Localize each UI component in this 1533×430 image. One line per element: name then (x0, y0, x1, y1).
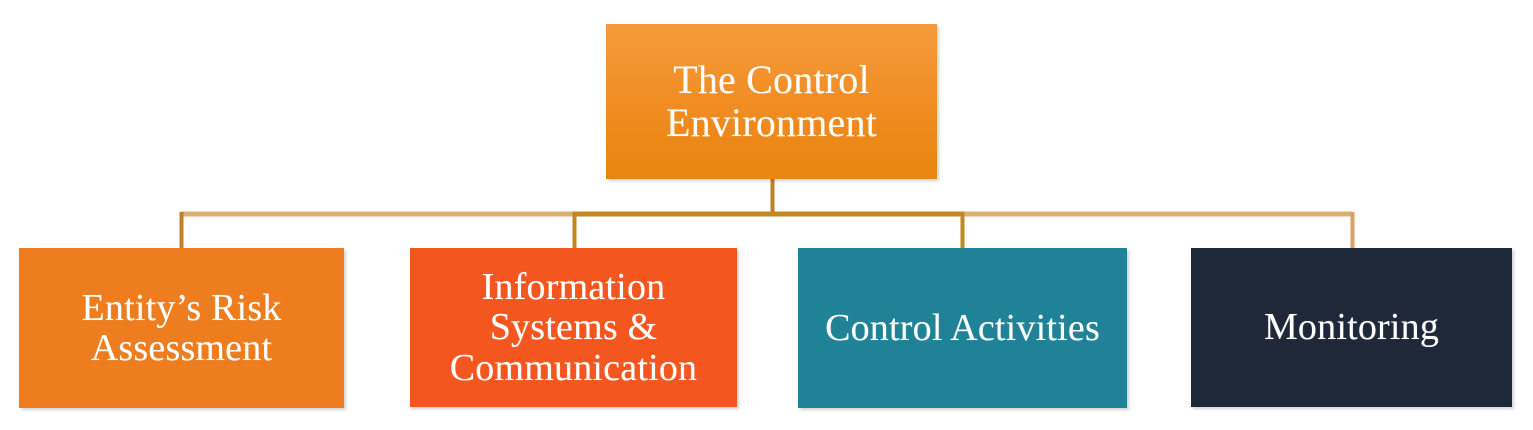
node-monitoring[interactable]: Monitoring (1191, 248, 1512, 407)
node-label-monitoring: Monitoring (1263, 306, 1440, 349)
node-control-activities[interactable]: Control Activities (798, 248, 1127, 408)
node-label-info: Information Systems & Communication (449, 266, 698, 389)
node-information-systems-and-communication[interactable]: Information Systems & Communication (410, 248, 737, 407)
node-label-risk: Entity’s Risk Assessment (81, 286, 282, 369)
node-label-root: The Control Environment (665, 57, 878, 145)
node-label-activities: Control Activities (825, 306, 1100, 349)
node-the-control-environment[interactable]: The Control Environment (606, 24, 937, 179)
node-entitys-risk-assessment[interactable]: Entity’s Risk Assessment (19, 248, 344, 408)
